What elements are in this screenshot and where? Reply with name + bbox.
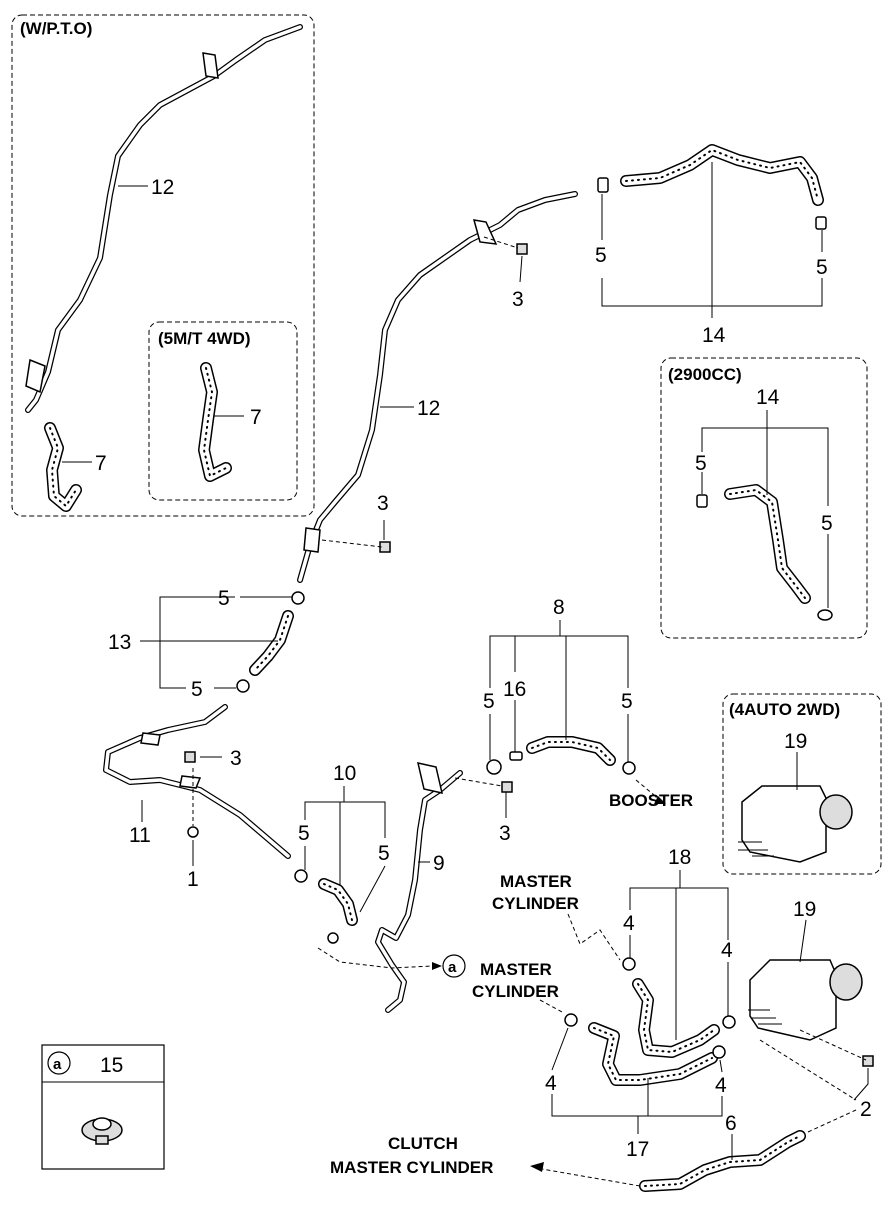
destination-labels: BOOSTER MASTER CYLINDER MASTER CYLINDER … <box>330 791 693 1177</box>
reservoir-tank <box>748 959 863 1041</box>
hose-14-top <box>620 144 824 206</box>
callout-5-10a: 5 <box>298 822 310 845</box>
hose-13 <box>249 610 294 676</box>
callout-17: 17 <box>626 1138 649 1161</box>
box-5mt-4wd-label: (5M/T 4WD) <box>158 329 251 348</box>
callout-4-b: 4 <box>721 939 733 962</box>
hose-7-5mt <box>198 362 232 482</box>
callout-5-8b: 5 <box>621 690 633 713</box>
callout-4-d: 4 <box>715 1074 727 1097</box>
hose-6 <box>639 1130 806 1192</box>
callout-2: 2 <box>860 1098 872 1121</box>
callout-5-13a: 5 <box>218 587 230 610</box>
legend-15: a 15 <box>41 1044 165 1170</box>
flow-arrows <box>317 779 666 1187</box>
box-2900cc-label: (2900CC) <box>668 365 742 384</box>
leaders <box>62 162 869 1160</box>
callout-3-c: 3 <box>230 747 242 770</box>
label-clutch: CLUTCH <box>388 1134 458 1153</box>
box-5mt-4wd: (5M/T 4WD) <box>148 321 298 501</box>
callout-1: 1 <box>187 868 199 891</box>
callout-5-box-left: 5 <box>695 452 707 475</box>
pipe-12-main <box>297 191 578 583</box>
callout-3-b: 3 <box>377 492 389 515</box>
callout-3-d: 3 <box>499 822 511 845</box>
box-2900cc: (2900CC) <box>660 357 868 639</box>
pipe-12-pto <box>25 24 303 413</box>
bolts <box>184 243 874 1067</box>
callout-5-13b: 5 <box>191 678 203 701</box>
callout-8: 8 <box>553 596 565 619</box>
label-master-cylinder-2a: MASTER <box>480 960 552 979</box>
pipe-11 <box>103 704 291 859</box>
box-4auto-2wd-label: (4AUTO 2WD) <box>729 700 840 719</box>
box-4auto-2wd: (4AUTO 2WD) <box>722 693 882 875</box>
callout-9: 9 <box>433 852 445 875</box>
callout-11: 11 <box>129 824 151 847</box>
ref-marker-a: a <box>442 954 466 978</box>
hose-7-pto <box>44 422 82 512</box>
callout-5-b: 5 <box>816 256 828 279</box>
callout-5-box-right: 5 <box>821 512 833 535</box>
callout-14-top: 14 <box>702 324 726 347</box>
callout-19: 19 <box>793 898 816 921</box>
callout-19-box: 19 <box>784 730 807 753</box>
callout-5-10b: 5 <box>378 842 390 865</box>
hose-17 <box>588 1022 718 1086</box>
callout-4-a: 4 <box>623 912 635 935</box>
callout-18: 18 <box>668 846 691 869</box>
callout-6: 6 <box>725 1112 737 1135</box>
legend-marker-letter: a <box>53 1056 62 1073</box>
reservoir-tank-box <box>738 785 853 863</box>
callout-14-box: 14 <box>756 386 780 409</box>
pipe-9 <box>375 762 463 1013</box>
callout-12-main: 12 <box>417 397 440 420</box>
ref-marker-letter: a <box>448 959 457 976</box>
callout-16: 16 <box>503 678 526 701</box>
label-master-cylinder-1b: CYLINDER <box>492 894 579 913</box>
callout-numbers: 12 7 7 12 3 3 5 5 14 14 5 5 13 5 5 8 5 1… <box>95 176 872 1161</box>
callout-7-pto: 7 <box>95 452 107 475</box>
callout-10: 10 <box>333 762 356 785</box>
legend-part-number: 15 <box>100 1054 123 1077</box>
label-booster: BOOSTER <box>609 791 693 810</box>
label-master-cylinder-1a: MASTER <box>500 872 572 891</box>
hose-14-box <box>724 484 811 604</box>
label-master-cylinder-2b: CYLINDER <box>472 982 559 1001</box>
callout-3-a: 3 <box>512 288 524 311</box>
callout-13: 13 <box>108 631 131 654</box>
clamps <box>187 177 833 1059</box>
hose-18 <box>632 978 720 1058</box>
callout-12-pto: 12 <box>151 176 174 199</box>
callout-5-a: 5 <box>595 244 607 267</box>
label-clutch-master-cylinder: MASTER CYLINDER <box>330 1158 493 1177</box>
box-wpto: (W/P.T.O) <box>11 14 315 517</box>
hose-8 <box>526 736 616 766</box>
callout-4-c: 4 <box>545 1072 557 1095</box>
box-wpto-label: (W/P.T.O) <box>20 19 92 38</box>
callout-7-5mt: 7 <box>250 406 262 429</box>
callout-5-8a: 5 <box>483 690 495 713</box>
hose-10 <box>318 878 358 926</box>
